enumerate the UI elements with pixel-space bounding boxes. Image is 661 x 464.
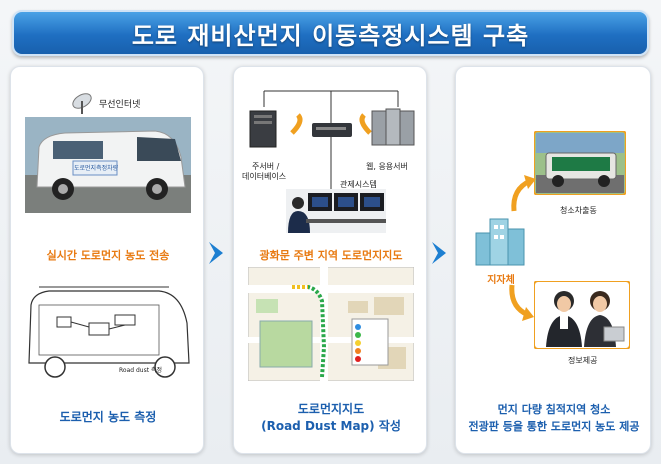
server-label-1: 주서버 / — [252, 162, 280, 171]
web-server-icon — [371, 108, 415, 146]
web-server-label: 웹, 응용서버 — [366, 162, 408, 171]
van-side-text: 도로먼지측정차량 — [74, 165, 119, 172]
panel-measurement: 무선인터넷 도로먼지측정차량 실시간 도로먼지 농도 전송 Road dust … — [10, 66, 204, 454]
antenna-icon — [72, 93, 92, 114]
info-label: 정보제공 — [568, 356, 598, 365]
buildings-icon — [475, 218, 525, 266]
curved-arrow-up-icon — [511, 175, 536, 212]
panel1-bottom-caption: 도로먼지 농도 측정 — [59, 410, 157, 424]
server-label-2: 데이터베이스 — [242, 172, 287, 181]
schematic-label: Road dust 측정 — [119, 367, 163, 374]
main-server-icon — [249, 110, 277, 148]
van-photo — [25, 117, 191, 213]
arrow-right-icon — [432, 242, 446, 264]
panel2-bottom-caption-1: 도로먼지지도 — [297, 402, 365, 416]
panel2-bottom-caption-2: (Road Dust Map) 작성 — [261, 419, 401, 433]
panel3-bottom-caption-2: 전광판 등을 통한 도로먼지 농도 제공 — [468, 420, 640, 433]
road-dust-map — [248, 267, 414, 381]
panel1-orange-caption: 실시간 도로먼지 농도 전송 — [46, 249, 170, 262]
cleaning-truck-photo — [534, 131, 626, 195]
router-icon — [312, 123, 352, 137]
antenna-label: 무선인터넷 — [99, 100, 141, 110]
panel3-bottom-caption-1: 먼지 다량 침적지역 청소 — [497, 403, 611, 416]
panel-response: 청소차출동 지자체 정보제공 먼지 다량 침적지역 청소 전광판 등을 통한 도… — [455, 66, 651, 454]
title-banner: 도로 재비산먼지 이동측정시스템 구축 — [12, 10, 649, 56]
curved-arrow-down-icon — [509, 284, 534, 321]
city-label: 지자체 — [487, 275, 515, 286]
page-title: 도로 재비산먼지 이동측정시스템 구축 — [131, 21, 530, 50]
van-schematic — [28, 286, 190, 378]
information-staff-photo — [534, 281, 630, 349]
panel2-orange-caption: 광화문 주변 지역 도로먼지지도 — [259, 249, 403, 262]
arrow-right-icon — [209, 242, 223, 264]
panel-mapping: 주서버 / 데이터베이스 웹, 응용서버 관제시스템 광화문 주변 지역 도로먼… — [233, 66, 427, 454]
control-desk-photo — [286, 189, 386, 233]
control-system-label: 관제시스템 — [340, 180, 377, 189]
network-lines — [263, 90, 399, 197]
truck-label: 청소차출동 — [560, 206, 597, 215]
